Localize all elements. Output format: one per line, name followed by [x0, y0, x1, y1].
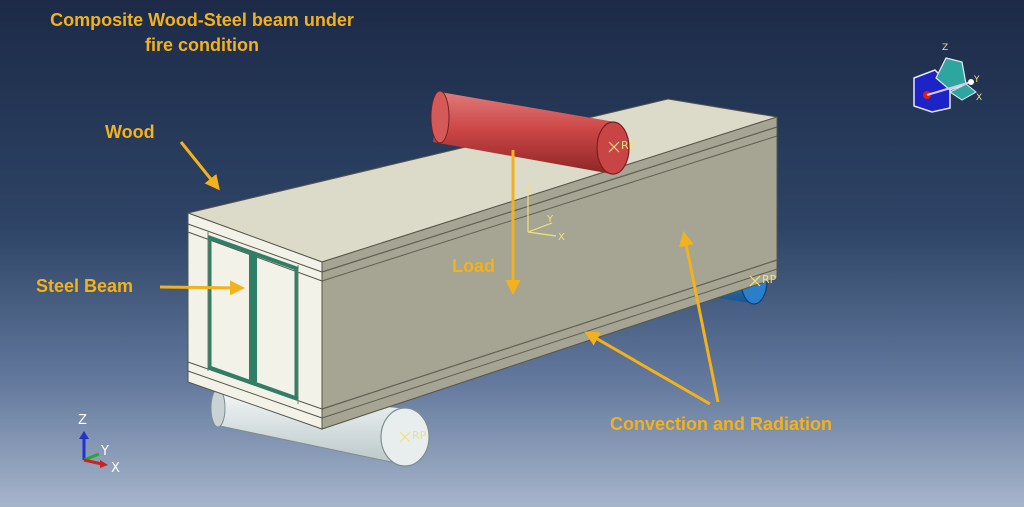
view-cube-z: Z	[942, 43, 948, 53]
steel-beam-label: Steel Beam	[36, 276, 134, 296]
wood-label: Wood	[105, 122, 155, 142]
steel-beam-arrow	[159, 280, 245, 296]
local-csys-z: Z	[525, 182, 532, 193]
steel-beam-section[interactable]	[207, 235, 299, 401]
convection-radiation-label: Convection and Radiation	[610, 414, 833, 434]
rp-label-right: RP	[762, 273, 777, 286]
diagram-title-line-1: Composite Wood-Steel beam under	[50, 10, 354, 30]
view-cube-x: X	[976, 93, 982, 103]
annotation-arrows	[159, 141, 720, 406]
global-triad[interactable]	[79, 431, 108, 468]
rp-marker-right[interactable]	[749, 275, 761, 287]
global-triad-y: Y	[100, 444, 109, 459]
rp-label-bottom: RP	[412, 429, 427, 442]
view-cube[interactable]	[913, 57, 977, 113]
rp-marker-top[interactable]	[608, 141, 620, 153]
rp-marker-bottom[interactable]	[399, 431, 411, 443]
local-csys	[527, 190, 557, 237]
local-csys-x: X	[558, 232, 565, 243]
local-csys-y: Y	[546, 214, 554, 225]
rp-label-top: RP	[621, 139, 636, 152]
load-label: Load	[452, 256, 495, 276]
global-triad-z: Z	[78, 413, 87, 428]
diagram-title: Composite Wood-Steel beam under fire con…	[12, 8, 392, 58]
diagram-title-line-2: fire condition	[145, 35, 259, 55]
convection-arrow-2	[584, 331, 711, 406]
view-cube-y: Y	[973, 75, 980, 85]
global-triad-x: X	[111, 461, 120, 476]
convection-arrow-1	[679, 231, 720, 403]
wood-arrow	[179, 141, 220, 191]
